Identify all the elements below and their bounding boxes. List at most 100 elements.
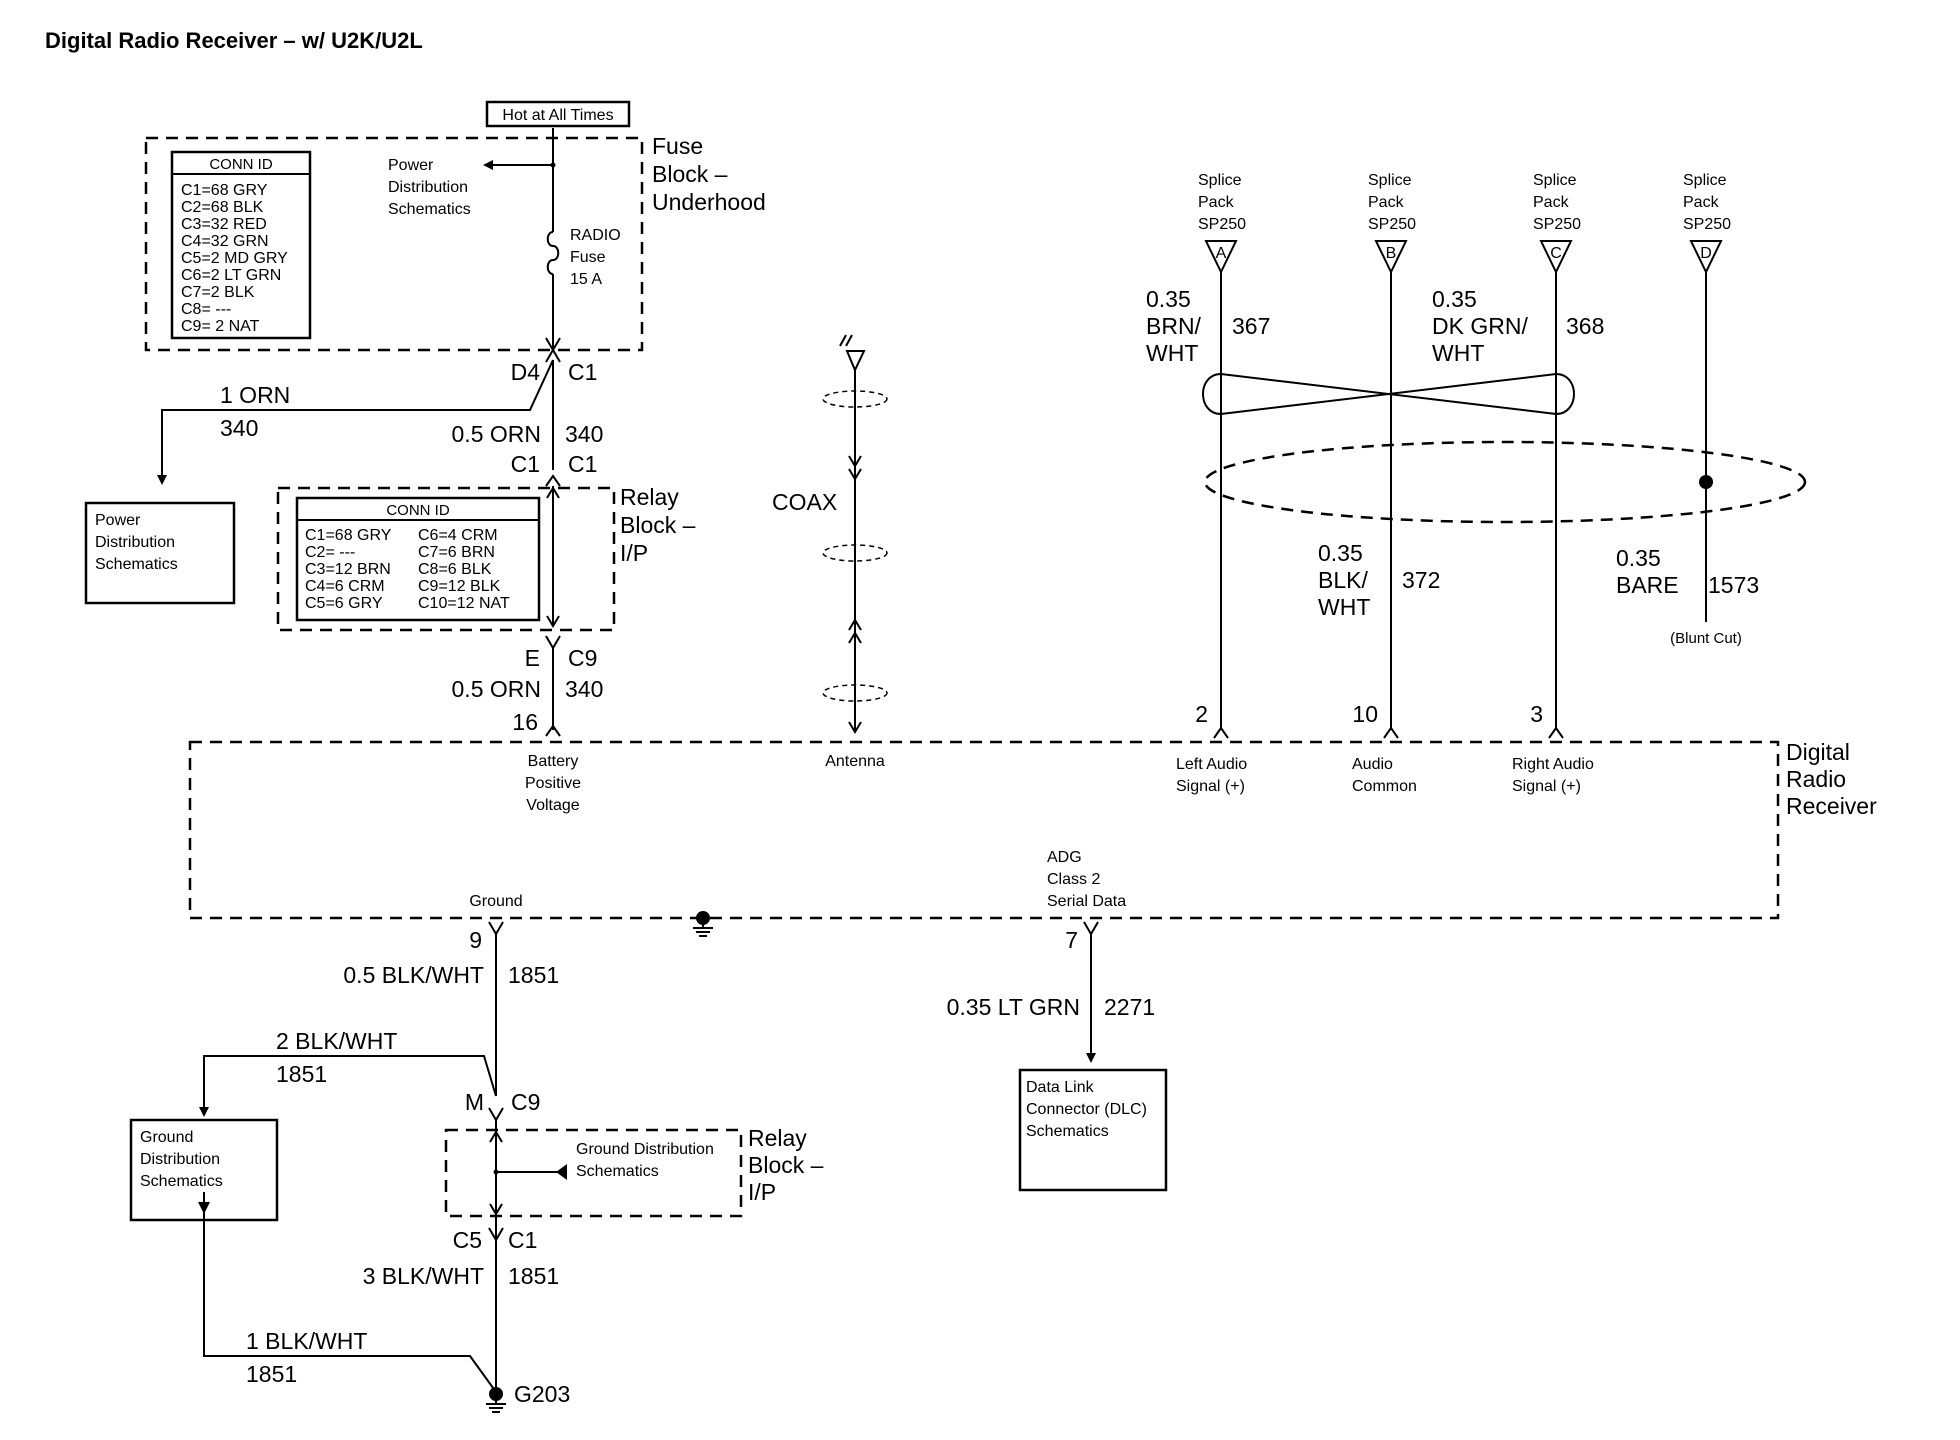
svg-text:Pack: Pack bbox=[1198, 194, 1235, 211]
svg-text:Splice: Splice bbox=[1368, 172, 1412, 189]
splice-pack-d: Splice Pack SP250 D bbox=[1683, 172, 1731, 275]
ground-branch-wire bbox=[199, 1055, 497, 1117]
svg-text:C3=32 RED: C3=32 RED bbox=[181, 216, 267, 233]
svg-text:C10=12 NAT: C10=12 NAT bbox=[418, 595, 510, 612]
splice-pack-b: Splice Pack SP250 B bbox=[1368, 172, 1416, 275]
svg-text:SP250: SP250 bbox=[1533, 216, 1581, 233]
svg-text:Schematics: Schematics bbox=[95, 556, 178, 573]
relay-top-out-left-pin: E bbox=[525, 645, 540, 671]
right-audio-pin: 3 bbox=[1530, 701, 1543, 727]
data-link-connector-box-text: Data Link Connector (DLC) Schematics bbox=[1026, 1079, 1147, 1140]
svg-text:Fuse: Fuse bbox=[652, 133, 703, 159]
power-distribution-box-text: Power Distribution Schematics bbox=[95, 512, 178, 573]
svg-text:372: 372 bbox=[1402, 567, 1440, 593]
svg-text:Battery: Battery bbox=[528, 753, 579, 770]
svg-text:C1=68 GRY: C1=68 GRY bbox=[181, 182, 268, 199]
svg-text:I/P: I/P bbox=[620, 540, 648, 566]
relay-bottom-out-wire: 3 BLK/WHT bbox=[363, 1263, 484, 1289]
svg-text:Pack: Pack bbox=[1533, 194, 1570, 211]
svg-text:Left Audio: Left Audio bbox=[1176, 756, 1247, 773]
relay-block-top-name: Relay Block – I/P bbox=[620, 484, 696, 566]
fuse-block-name: Fuse Block – Underhood bbox=[652, 133, 766, 215]
battery-pin-16: 16 bbox=[512, 709, 538, 735]
antenna-symbol bbox=[839, 334, 866, 373]
digital-radio-receiver-name: Digital Radio Receiver bbox=[1786, 739, 1877, 819]
branch-wire-1-orn bbox=[157, 359, 554, 485]
relay-bottom-out-left-pin: C5 bbox=[453, 1227, 482, 1253]
antenna-label: Antenna bbox=[825, 753, 885, 770]
svg-text:A: A bbox=[1216, 245, 1227, 262]
svg-text:Schematics: Schematics bbox=[1026, 1123, 1109, 1140]
svg-text:Schematics: Schematics bbox=[576, 1163, 659, 1180]
splice-pack-c: Splice Pack SP250 C bbox=[1533, 172, 1581, 275]
relay-conn-id-title: CONN ID bbox=[386, 502, 450, 519]
svg-text:C4=32 GRN: C4=32 GRN bbox=[181, 233, 269, 250]
svg-text:D: D bbox=[1700, 245, 1712, 262]
svg-text:Ground Distribution: Ground Distribution bbox=[576, 1141, 714, 1158]
audio-common-pin: 10 bbox=[1352, 701, 1378, 727]
relay-block-conn-id-table bbox=[295, 496, 541, 622]
svg-text:C6=4 CRM: C6=4 CRM bbox=[418, 527, 498, 544]
ground-return-wire-label: 1 BLK/WHT bbox=[246, 1328, 367, 1354]
svg-text:1573: 1573 bbox=[1708, 572, 1759, 598]
svg-text:SP250: SP250 bbox=[1198, 216, 1246, 233]
connector-serial-data-pin bbox=[1083, 921, 1099, 936]
svg-text:Positive: Positive bbox=[525, 775, 581, 792]
coax-shield-2 bbox=[822, 544, 888, 562]
svg-text:368: 368 bbox=[1566, 313, 1604, 339]
fuse-power-distribution-label: Power Distribution Schematics bbox=[388, 157, 471, 218]
ground-pin-9: 9 bbox=[469, 927, 482, 953]
svg-text:Signal (+): Signal (+) bbox=[1176, 778, 1245, 795]
svg-text:C3=12 BRN: C3=12 BRN bbox=[305, 561, 391, 578]
svg-text:WHT: WHT bbox=[1318, 594, 1370, 620]
svg-text:C6=2 LT GRN: C6=2 LT GRN bbox=[181, 267, 281, 284]
svg-text:WHT: WHT bbox=[1432, 340, 1484, 366]
relay-bottom-in-left-pin: M bbox=[465, 1089, 484, 1115]
svg-text:0.35: 0.35 bbox=[1318, 540, 1363, 566]
svg-text:ADG: ADG bbox=[1047, 849, 1082, 866]
fuse-conn-id-list: C1=68 GRY C2=68 BLK C3=32 RED C4=32 GRN … bbox=[181, 182, 288, 335]
svg-text:Splice: Splice bbox=[1198, 172, 1242, 189]
svg-text:Distribution: Distribution bbox=[140, 1151, 220, 1168]
serial-data-wire-label: 0.35 LT GRN bbox=[947, 994, 1080, 1020]
svg-text:RADIO: RADIO bbox=[570, 227, 621, 244]
main-circuit-label: 340 bbox=[565, 421, 603, 447]
svg-text:C8=6 BLK: C8=6 BLK bbox=[418, 561, 492, 578]
serial-data-pin-7: 7 bbox=[1065, 927, 1078, 953]
svg-text:C8= ---: C8= --- bbox=[181, 301, 231, 318]
svg-text:Common: Common bbox=[1352, 778, 1417, 795]
svg-text:C7=6 BRN: C7=6 BRN bbox=[418, 544, 495, 561]
right-audio-signal-label: Right Audio Signal (+) bbox=[1512, 756, 1594, 795]
main-wire-label: 0.5 ORN bbox=[452, 421, 541, 447]
relay-top-in-left-pin: C1 bbox=[511, 451, 540, 477]
ground-circuit-label: 1851 bbox=[508, 962, 559, 988]
svg-text:Serial Data: Serial Data bbox=[1047, 893, 1126, 910]
svg-text:C9=12 BLK: C9=12 BLK bbox=[418, 578, 501, 595]
svg-text:C7=2 BLK: C7=2 BLK bbox=[181, 284, 255, 301]
svg-text:Power: Power bbox=[388, 157, 434, 174]
svg-text:C2=68 BLK: C2=68 BLK bbox=[181, 199, 264, 216]
svg-text:BARE: BARE bbox=[1616, 572, 1679, 598]
svg-text:Fuse: Fuse bbox=[570, 249, 606, 266]
splice-pack-a: Splice Pack SP250 A bbox=[1198, 172, 1246, 275]
svg-text:C5=2 MD GRY: C5=2 MD GRY bbox=[181, 250, 288, 267]
svg-text:C2= ---: C2= --- bbox=[305, 544, 355, 561]
fuse-block-outline bbox=[144, 136, 644, 352]
ground-return-circuit-label: 1851 bbox=[246, 1361, 297, 1387]
radio-fuse-label: RADIO Fuse 15 A bbox=[570, 227, 621, 288]
svg-text:BRN/: BRN/ bbox=[1146, 313, 1202, 339]
relay-block-top-outline bbox=[276, 486, 616, 632]
g203-ground-icon bbox=[486, 1387, 506, 1413]
data-link-connector-box bbox=[1018, 1068, 1168, 1192]
hot-at-all-times-label: Hot at All Times bbox=[502, 107, 613, 124]
svg-text:Radio: Radio bbox=[1786, 766, 1846, 792]
relay-bottom-out-circuit: 1851 bbox=[508, 1263, 559, 1289]
svg-text:B: B bbox=[1386, 245, 1397, 262]
relay-top-out-circuit: 340 bbox=[565, 676, 603, 702]
audio-common-wire-label: 0.35 BLK/ WHT 372 bbox=[1318, 540, 1440, 620]
drain-splice-dot bbox=[1699, 475, 1713, 489]
connector-d4-female bbox=[545, 348, 561, 363]
power-distribution-box bbox=[84, 501, 236, 605]
fuse-conn-id-title: CONN ID bbox=[209, 156, 273, 173]
